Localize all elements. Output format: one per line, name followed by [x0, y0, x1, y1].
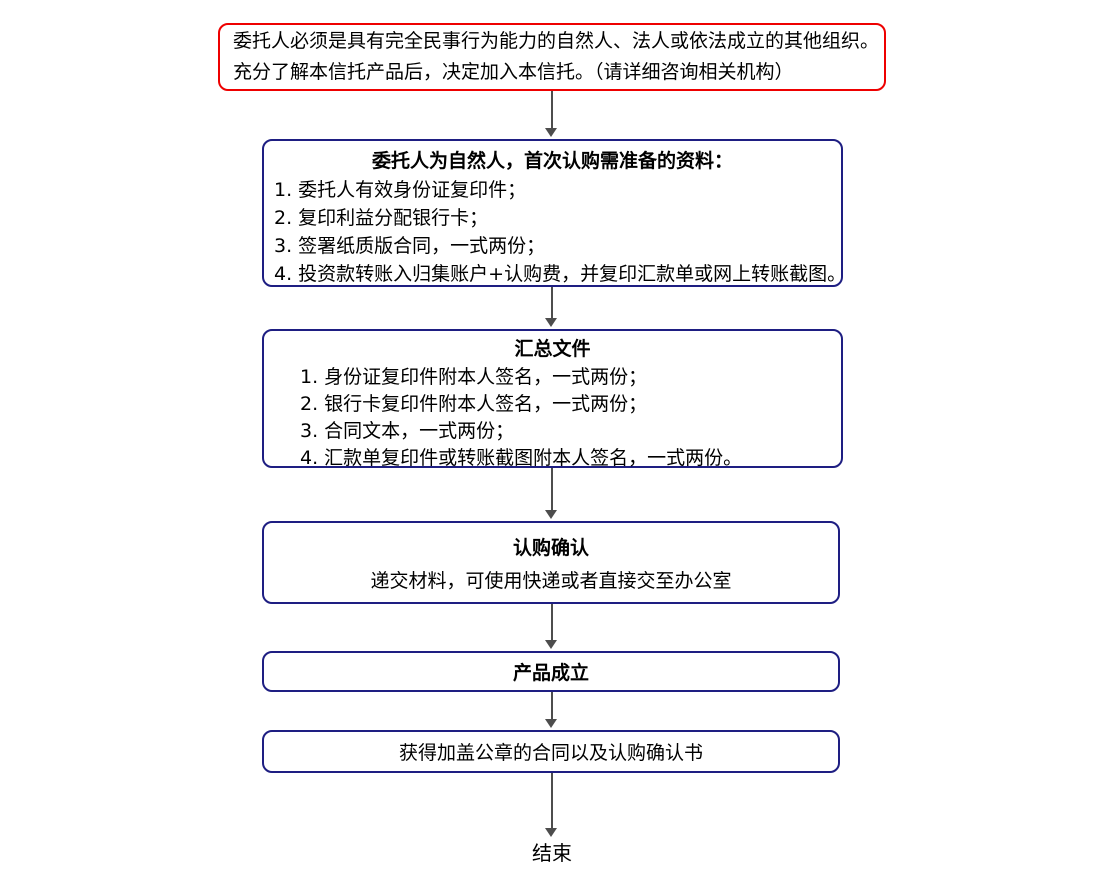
list-item: 2. 复印利益分配银行卡； — [274, 207, 489, 229]
flow-node-prepare-materials: 委托人为自然人，首次认购需准备的资料： 1. 委托人有效身份证复印件； 2. 复… — [262, 139, 847, 288]
arrow-head — [545, 510, 557, 519]
arrow-head — [545, 318, 557, 327]
list-item: 3. 签署纸质版合同，一式两份； — [274, 235, 546, 257]
node-title: 认购确认 — [512, 537, 589, 559]
flow-node-subscription-confirm: 认购确认 递交材料，可使用快递或者直接交至办公室 — [262, 521, 840, 604]
flow-arrow-down-icon — [545, 287, 558, 327]
flow-arrow-down-icon — [545, 468, 558, 519]
flow-node-obtain-contract: 获得加盖公章的合同以及认购确认书 — [262, 730, 840, 773]
flow-arrow-down-icon — [545, 773, 558, 837]
flow-arrow-down-icon — [545, 604, 558, 649]
arrow-shaft — [550, 468, 553, 510]
flow-arrow-down-icon — [545, 91, 558, 137]
node-text-line: 充分了解本信托产品后，决定加入本信托。（请详细咨询相关机构） — [233, 61, 794, 83]
flow-node-product-established: 产品成立 — [262, 651, 840, 692]
node-list: 1. 委托人有效身份证复印件； 2. 复印利益分配银行卡； 3. 签署纸质版合同… — [264, 176, 847, 288]
arrow-shaft — [550, 604, 553, 640]
list-item: 3. 合同文本，一式两份； — [300, 420, 515, 442]
node-title: 委托人为自然人，首次认购需准备的资料： — [371, 150, 733, 172]
arrow-head — [545, 128, 557, 137]
node-text-line: 获得加盖公章的合同以及认购确认书 — [398, 742, 703, 764]
list-item: 1. 身份证复印件附本人签名，一式两份； — [300, 366, 648, 388]
arrow-shaft — [550, 91, 553, 128]
node-title: 产品成立 — [512, 662, 589, 684]
list-item: 4. 汇款单复印件或转账截图附本人签名，一式两份。 — [300, 447, 743, 469]
arrow-shaft — [550, 773, 553, 828]
list-item: 2. 银行卡复印件附本人签名，一式两份； — [300, 393, 648, 415]
arrow-shaft — [550, 692, 553, 719]
arrow-head — [545, 828, 557, 837]
node-subtitle: 递交材料，可使用快递或者直接交至办公室 — [370, 570, 732, 592]
arrow-head — [545, 640, 557, 649]
list-item: 1. 委托人有效身份证复印件； — [274, 179, 527, 201]
node-title: 汇总文件 — [514, 338, 591, 360]
node-list: 1. 身份证复印件附本人签名，一式两份； 2. 银行卡复印件附本人签名，一式两份… — [264, 364, 841, 472]
node-text-line: 委托人必须是具有完全民事行为能力的自然人、法人或依法成立的其他组织。 — [233, 30, 880, 52]
flow-node-collect-documents: 汇总文件 1. 身份证复印件附本人签名，一式两份； 2. 银行卡复印件附本人签名… — [262, 329, 843, 469]
arrow-shaft — [550, 287, 553, 318]
flow-arrow-down-icon — [545, 692, 558, 728]
list-item: 4. 投资款转账入归集账户+认购费，并复印汇款单或网上转账截图。 — [274, 263, 847, 285]
flow-end-label: 结束 — [532, 841, 572, 865]
flow-node-eligibility: 委托人必须是具有完全民事行为能力的自然人、法人或依法成立的其他组织。 充分了解本… — [218, 23, 886, 91]
arrow-head — [545, 719, 557, 728]
